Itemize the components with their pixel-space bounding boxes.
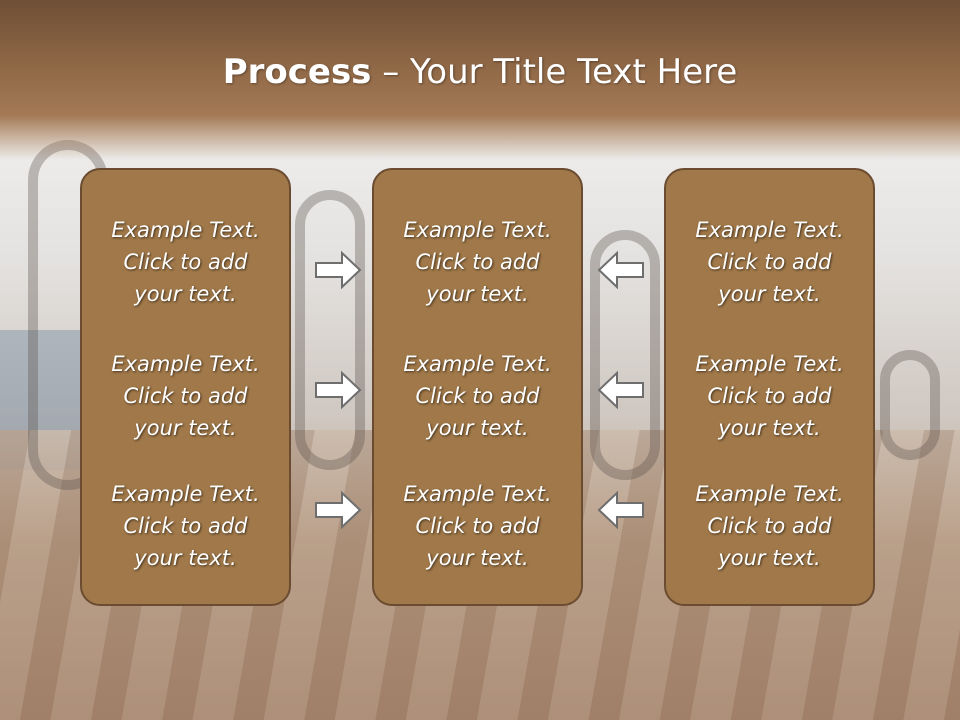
process-box-right[interactable]: Example Text. Click to add your text. Ex… [664, 168, 875, 606]
background-machine [295, 190, 365, 470]
text-placeholder[interactable]: Example Text. Click to add your text. [695, 352, 844, 440]
process-box-center[interactable]: Example Text. Click to add your text. Ex… [372, 168, 583, 606]
text-placeholder[interactable]: Example Text. Click to add your text. [111, 482, 260, 570]
right-arrow-outline-icon [315, 490, 362, 530]
text-placeholder[interactable]: Example Text. Click to add your text. [695, 482, 844, 570]
left-arrow-outline-icon [597, 490, 644, 530]
background-machine [590, 230, 660, 480]
text-placeholder[interactable]: Example Text. Click to add your text. [695, 218, 844, 306]
slide-title[interactable]: Process – Your Title Text Here [0, 52, 960, 92]
text-placeholder[interactable]: Example Text. Click to add your text. [111, 352, 260, 440]
right-arrow-outline-icon [315, 370, 362, 410]
background-machine [880, 350, 940, 460]
process-box-left[interactable]: Example Text. Click to add your text. Ex… [80, 168, 291, 606]
text-placeholder[interactable]: Example Text. Click to add your text. [403, 218, 552, 306]
left-arrow-outline-icon [597, 370, 644, 410]
title-bold: Process [222, 52, 372, 92]
title-bar [0, 0, 960, 160]
text-placeholder[interactable]: Example Text. Click to add your text. [403, 352, 552, 440]
title-rest: – Your Title Text Here [371, 52, 738, 92]
text-placeholder[interactable]: Example Text. Click to add your text. [111, 218, 260, 306]
left-arrow-outline-icon [597, 250, 644, 290]
text-placeholder[interactable]: Example Text. Click to add your text. [403, 482, 552, 570]
right-arrow-outline-icon [315, 250, 362, 290]
